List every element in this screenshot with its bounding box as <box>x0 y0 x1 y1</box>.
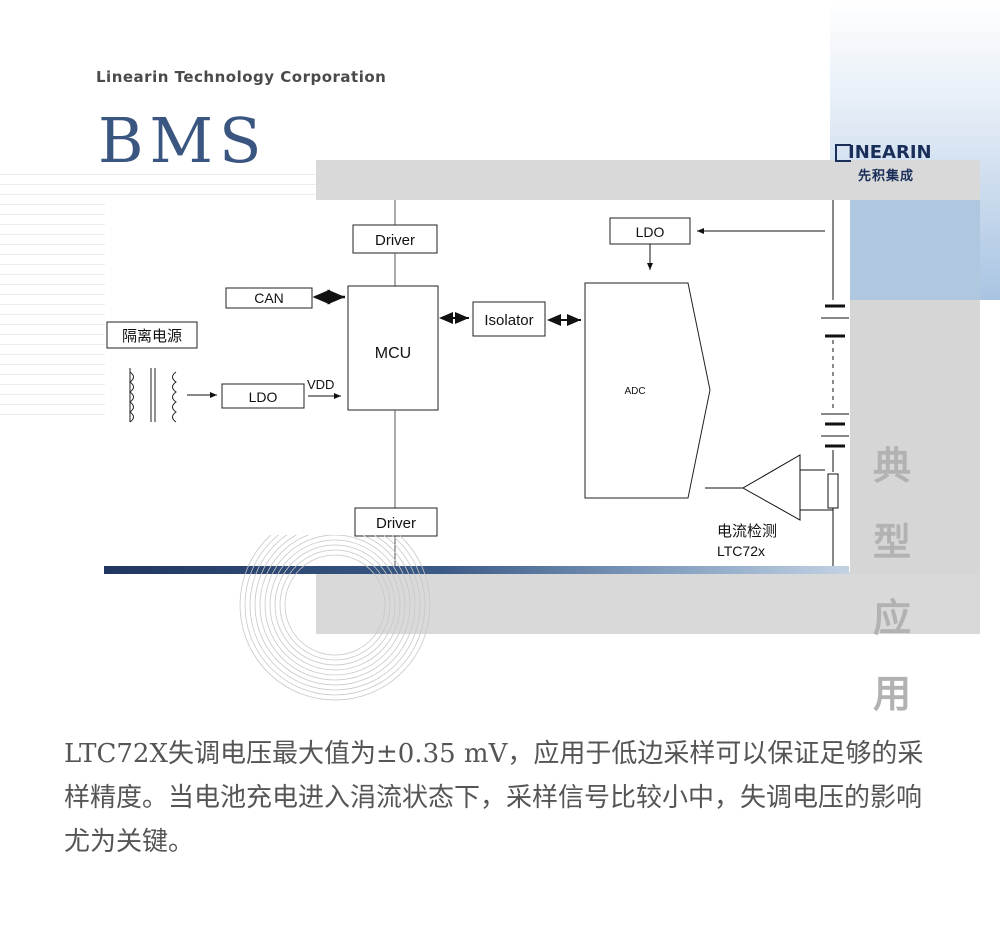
accent-bar <box>104 566 849 574</box>
background-gray-band-top <box>316 160 980 200</box>
mcu-label: MCU <box>375 345 411 362</box>
isolated-power-block <box>106 321 198 349</box>
company-name: Linearin Technology Corporation <box>96 68 387 86</box>
amplifier-icon <box>741 454 801 521</box>
can-block <box>225 287 313 309</box>
vertical-title-char: 用 <box>872 672 911 716</box>
description-text: LTC72X失调电压最大值为±0.35 mV，应用于低边采样可以保证足够的采样精… <box>64 739 924 857</box>
ldo-left-block <box>221 383 305 409</box>
logo-english: INEARIN <box>848 142 932 163</box>
driver-top-block <box>352 224 438 254</box>
mcu-block <box>347 285 439 411</box>
isolated-power-label: 隔离电源 <box>122 328 182 345</box>
vertical-title-char: 型 <box>872 520 911 564</box>
background-blue-block <box>830 200 980 300</box>
logo-chinese: 先积集成 <box>858 169 915 184</box>
battery-stack-icon <box>821 200 849 472</box>
page-title: BMS <box>98 104 268 177</box>
transformer-icon <box>129 368 177 423</box>
logo-bracket-icon <box>835 144 851 162</box>
driver-bottom-label: Driver <box>376 515 416 532</box>
current-sense-label: 电流检测 <box>717 523 777 540</box>
isolator-label: Isolator <box>484 312 533 329</box>
vdd-label: VDD <box>307 377 334 392</box>
vertical-title-char: 应 <box>872 596 911 640</box>
ldo-top-block <box>609 217 691 245</box>
can-label: CAN <box>254 290 284 306</box>
driver-top-label: Driver <box>375 232 415 249</box>
concentric-circles-decoration <box>239 535 431 701</box>
driver-bottom-block <box>354 507 438 537</box>
isolator-block <box>472 301 546 337</box>
adc-block <box>584 282 711 499</box>
vertical-title-char: 典 <box>872 444 911 488</box>
bms-block-diagram: Driver CAN MCU 隔离电源 LDO VDD Isolator ADC… <box>106 200 849 572</box>
shunt-resistor-icon <box>827 473 839 509</box>
background-gray-band-bottom <box>316 574 980 634</box>
adc-label: ADC <box>624 386 645 397</box>
current-sense-part: LTC72x <box>717 543 765 559</box>
ldo-top-label: LDO <box>636 224 665 240</box>
vertical-title: 典 型 应 用 <box>872 428 912 732</box>
ldo-left-label: LDO <box>249 389 278 405</box>
